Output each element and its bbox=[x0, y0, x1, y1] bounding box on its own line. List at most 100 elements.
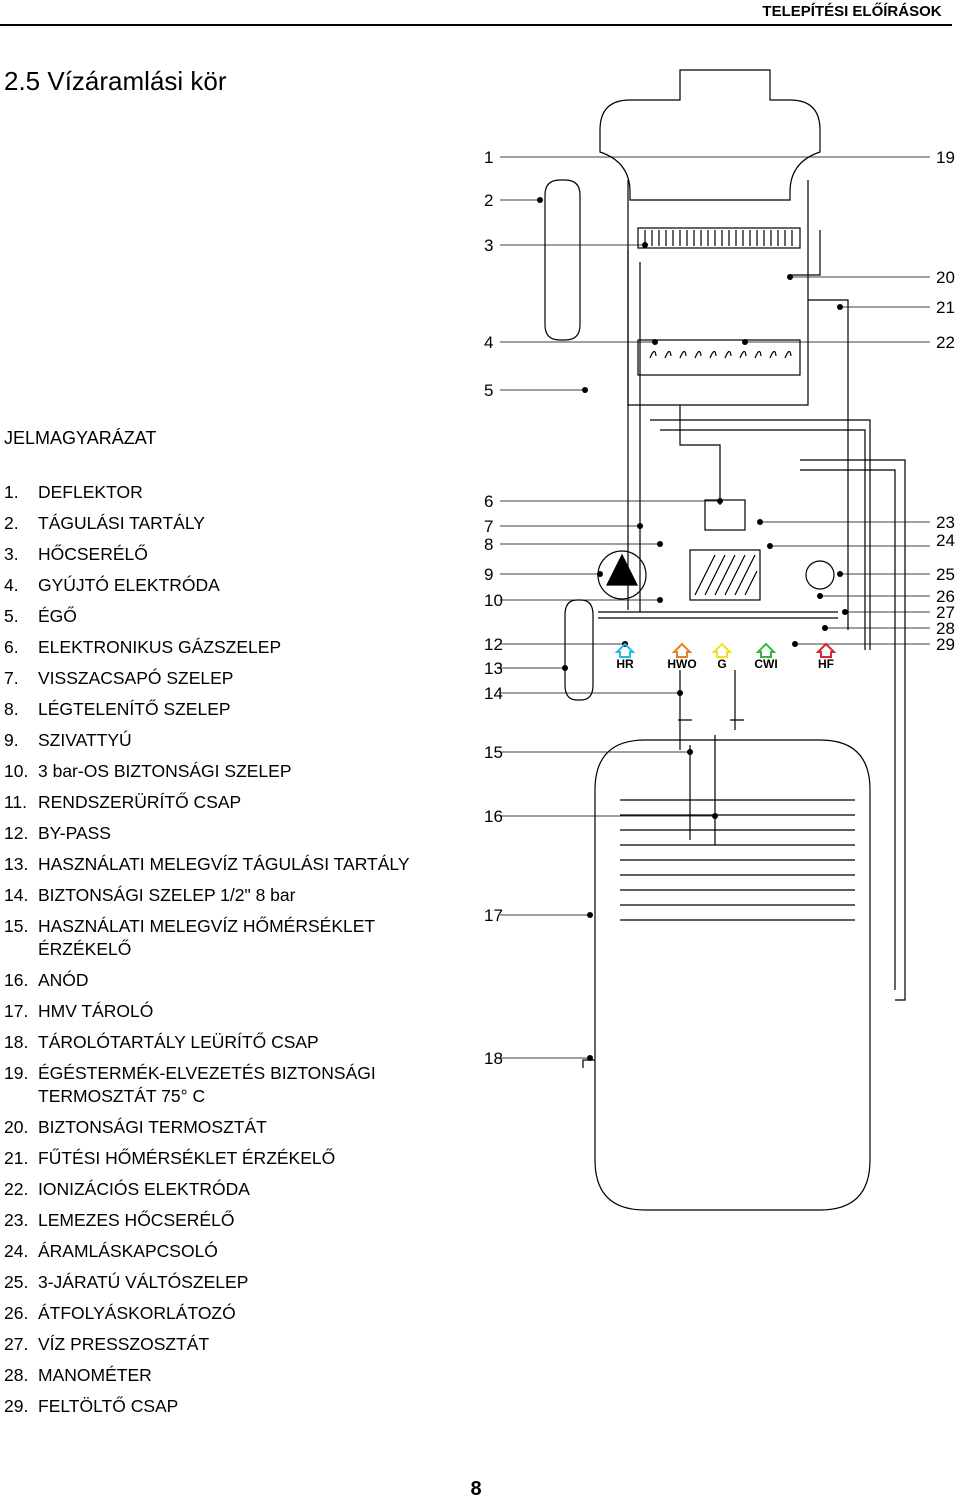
connection-cwi-label: CWI bbox=[754, 657, 777, 671]
header-title: TELEPÍTÉSI ELŐÍRÁSOK bbox=[0, 0, 952, 20]
legend-item-label: BY-PASS bbox=[38, 823, 111, 843]
legend-item-number: 2. bbox=[4, 513, 19, 533]
plate-heat-exchanger bbox=[689, 549, 761, 601]
legend-item: 14.BIZTONSÁGI SZELEP 1/2" 8 bar bbox=[4, 884, 444, 907]
legend-item-label: TÁROLÓTARTÁLY LEÜRÍTŐ CSAP bbox=[38, 1032, 319, 1052]
callout-24: 24 bbox=[936, 531, 955, 550]
legend-item-label: HŐCSERÉLŐ bbox=[38, 544, 148, 564]
legend-item: 10.3 bar-OS BIZTONSÁGI SZELEP bbox=[4, 760, 444, 783]
legend-item-label: MANOMÉTER bbox=[38, 1365, 152, 1385]
callout-5: 5 bbox=[484, 381, 493, 400]
legend-item: 21. FŰTÉSI HŐMÉRSÉKLET ÉRZÉKELŐ bbox=[4, 1147, 444, 1170]
legend-item: 22. IONIZÁCIÓS ELEKTRÓDA bbox=[4, 1178, 444, 1201]
legend-item-label: FELTÖLTŐ CSAP bbox=[38, 1396, 179, 1416]
legend-item-label: HMV TÁROLÓ bbox=[38, 1001, 154, 1021]
legend-item-number: 12. bbox=[4, 823, 29, 843]
plate-hex-hatching bbox=[694, 554, 758, 596]
legend-item-number: 29. bbox=[4, 1396, 29, 1416]
legend-item-number: 4. bbox=[4, 575, 19, 595]
legend-item: 5.ÉGŐ bbox=[4, 605, 444, 628]
legend-title: JELMAGYARÁZAT bbox=[4, 428, 157, 448]
legend-item: 28. MANOMÉTER bbox=[4, 1364, 444, 1387]
section-title: 2.5 Vízáramlási kör bbox=[4, 66, 227, 96]
legend-item-label: FŰTÉSI HŐMÉRSÉKLET ÉRZÉKELŐ bbox=[38, 1148, 336, 1168]
callout-22: 22 bbox=[936, 333, 955, 352]
legend-item-number: 28. bbox=[4, 1365, 29, 1385]
connection-cwi-icon bbox=[755, 642, 777, 658]
legend-item: 3. HŐCSERÉLŐ bbox=[4, 543, 444, 566]
legend-item-number: 24. bbox=[4, 1241, 29, 1261]
legend-item-number: 9. bbox=[4, 730, 19, 750]
legend-item-label: DEFLEKTOR bbox=[38, 482, 143, 502]
legend-item-number: 26. bbox=[4, 1303, 29, 1323]
burner-flames bbox=[649, 350, 792, 359]
callout-1: 1 bbox=[484, 148, 493, 167]
legend-item: 7.VISSZACSAPÓ SZELEP bbox=[4, 667, 444, 690]
legend-item: 23.LEMEZES HŐCSERÉLŐ bbox=[4, 1209, 444, 1232]
callout-17: 17 bbox=[484, 906, 503, 925]
legend-item-number: 1. bbox=[4, 482, 19, 502]
dhw-expansion-tank bbox=[564, 599, 594, 701]
legend-item: 17.HMV TÁROLÓ bbox=[4, 1000, 444, 1023]
callout-3: 3 bbox=[484, 236, 493, 255]
legend-item-number: 11. bbox=[4, 792, 28, 812]
gas-valve-body bbox=[704, 499, 746, 531]
legend-item-number: 23. bbox=[4, 1210, 29, 1230]
callout-25: 25 bbox=[936, 565, 955, 584]
return-pipe bbox=[650, 419, 871, 650]
legend-item: 18.TÁROLÓTARTÁLY LEÜRÍTŐ CSAP bbox=[4, 1031, 444, 1054]
legend-item-number: 21. bbox=[4, 1148, 29, 1168]
legend-item-label: HASZNÁLATI MELEGVÍZ TÁGULÁSI TARTÁLY bbox=[38, 854, 410, 874]
legend-item: 13.HASZNÁLATI MELEGVÍZ TÁGULÁSI TARTÁLY bbox=[4, 853, 444, 876]
legend-item-number: 8. bbox=[4, 699, 19, 719]
legend-item-label: ÉGŐ bbox=[38, 606, 77, 626]
header-title-text: TELEPÍTÉSI ELŐÍRÁSOK bbox=[762, 3, 942, 20]
legend-item-number: 6. bbox=[4, 637, 19, 657]
legend-item-label: 3 bar-OS BIZTONSÁGI SZELEP bbox=[38, 761, 292, 781]
connection-hwo-label: HWO bbox=[667, 657, 696, 671]
callout-29: 29 bbox=[936, 635, 955, 654]
legend-item-label: GYÚJTÓ ELEKTRÓDA bbox=[38, 575, 220, 595]
connection-g-label: G bbox=[717, 657, 726, 671]
legend-item: 9.SZIVATTYÚ bbox=[4, 729, 444, 752]
legend-item: 25.3-JÁRATÚ VÁLTÓSZELEP bbox=[4, 1271, 444, 1294]
legend-item-label: VÍZ PRESSZOSZTÁT bbox=[38, 1334, 210, 1354]
connection-g-icon bbox=[711, 642, 733, 658]
legend-item: 16.ANÓD bbox=[4, 969, 444, 992]
callout-27: 27 bbox=[936, 603, 955, 622]
callout-16: 16 bbox=[484, 807, 503, 826]
legend-item: 15.HASZNÁLATI MELEGVÍZ HŐMÉRSÉKLET ÉRZÉK… bbox=[4, 915, 444, 961]
page-number: 8 bbox=[470, 1478, 482, 1500]
deflector-outline bbox=[599, 69, 821, 201]
connection-hf-label: HF bbox=[818, 657, 834, 671]
three-way-valve bbox=[805, 560, 835, 590]
connection-hr-icon bbox=[614, 642, 636, 658]
callout-6: 6 bbox=[484, 492, 493, 511]
storage-cylinder bbox=[594, 739, 871, 1211]
callout-18: 18 bbox=[484, 1049, 503, 1068]
heat-exchanger-fins bbox=[644, 230, 793, 246]
legend-item-number: 15. bbox=[4, 916, 29, 936]
legend-item-number: 27. bbox=[4, 1334, 29, 1354]
leader-lines-right bbox=[745, 156, 930, 645]
callout-10: 10 bbox=[484, 591, 503, 610]
legend-item-number: 22. bbox=[4, 1179, 29, 1199]
legend-item: 11.RENDSZERÜRÍTŐ CSAP bbox=[4, 791, 444, 814]
legend-item: 27. VÍZ PRESSZOSZTÁT bbox=[4, 1333, 444, 1356]
legend-item-label: IONIZÁCIÓS ELEKTRÓDA bbox=[38, 1179, 250, 1199]
legend-item: 29. FELTÖLTŐ CSAP bbox=[4, 1395, 444, 1418]
expansion-tank-outline bbox=[544, 179, 581, 341]
callout-26: 26 bbox=[936, 587, 955, 606]
legend-item-number: 19. bbox=[4, 1063, 29, 1083]
dhw-pipe bbox=[800, 459, 906, 1001]
header-rule bbox=[0, 24, 952, 26]
pump-rotor-icon bbox=[606, 553, 638, 586]
legend-item-label: ÁRAMLÁSKAPCSOLÓ bbox=[38, 1241, 218, 1261]
legend-item-label: ANÓD bbox=[38, 970, 89, 990]
callout-2: 2 bbox=[484, 191, 493, 210]
legend-item-number: 3. bbox=[4, 544, 19, 564]
